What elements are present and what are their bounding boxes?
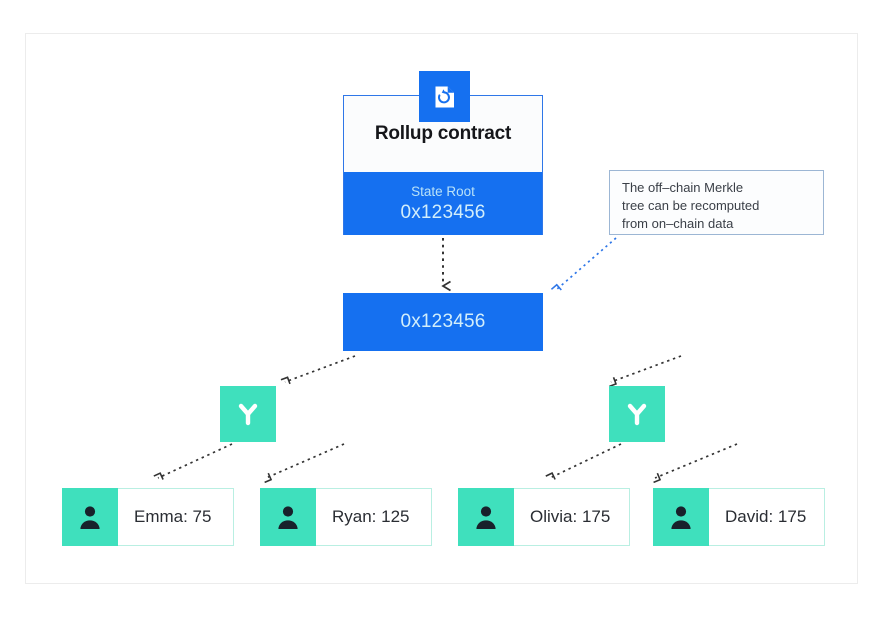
callout-line-0: The off–chain Merkle [622,180,744,195]
leaf-avatar-2 [458,488,514,546]
user-icon [80,506,100,529]
leaf-account-3: David: 175 [653,488,825,546]
merkle-root-node: 0x123456 [343,293,543,351]
leaf-label-2: Olivia: 175 [514,488,630,546]
leaf-account-2: Olivia: 175 [458,488,630,546]
callout-note: The off–chain Merkle tree can be recompu… [609,170,824,235]
callout-line-2: from on–chain data [622,216,734,231]
leaf-account-0: Emma: 75 [62,488,234,546]
user-icon [278,506,298,529]
merge-branch-icon [627,403,647,426]
leaf-avatar-0 [62,488,118,546]
user-icon [476,506,496,529]
leaf-label-1: Ryan: 125 [316,488,432,546]
leaf-avatar-3 [653,488,709,546]
user-icon [671,506,691,529]
rollup-contract-title: Rollup contract [374,123,512,144]
hash-node-left [220,386,276,442]
document-sync-icon [435,86,454,107]
state-root-label: State Root [411,183,475,199]
hash-node-right [609,386,665,442]
callout-line-1: tree can be recomputed [622,198,760,213]
state-root-panel: State Root 0x123456 [344,172,542,235]
leaf-label-3: David: 175 [709,488,825,546]
leaf-account-1: Ryan: 125 [260,488,432,546]
contract-badge [419,71,470,122]
merge-branch-icon [238,403,258,426]
state-root-value: 0x123456 [400,201,486,223]
leaf-avatar-1 [260,488,316,546]
leaf-label-0: Emma: 75 [118,488,234,546]
